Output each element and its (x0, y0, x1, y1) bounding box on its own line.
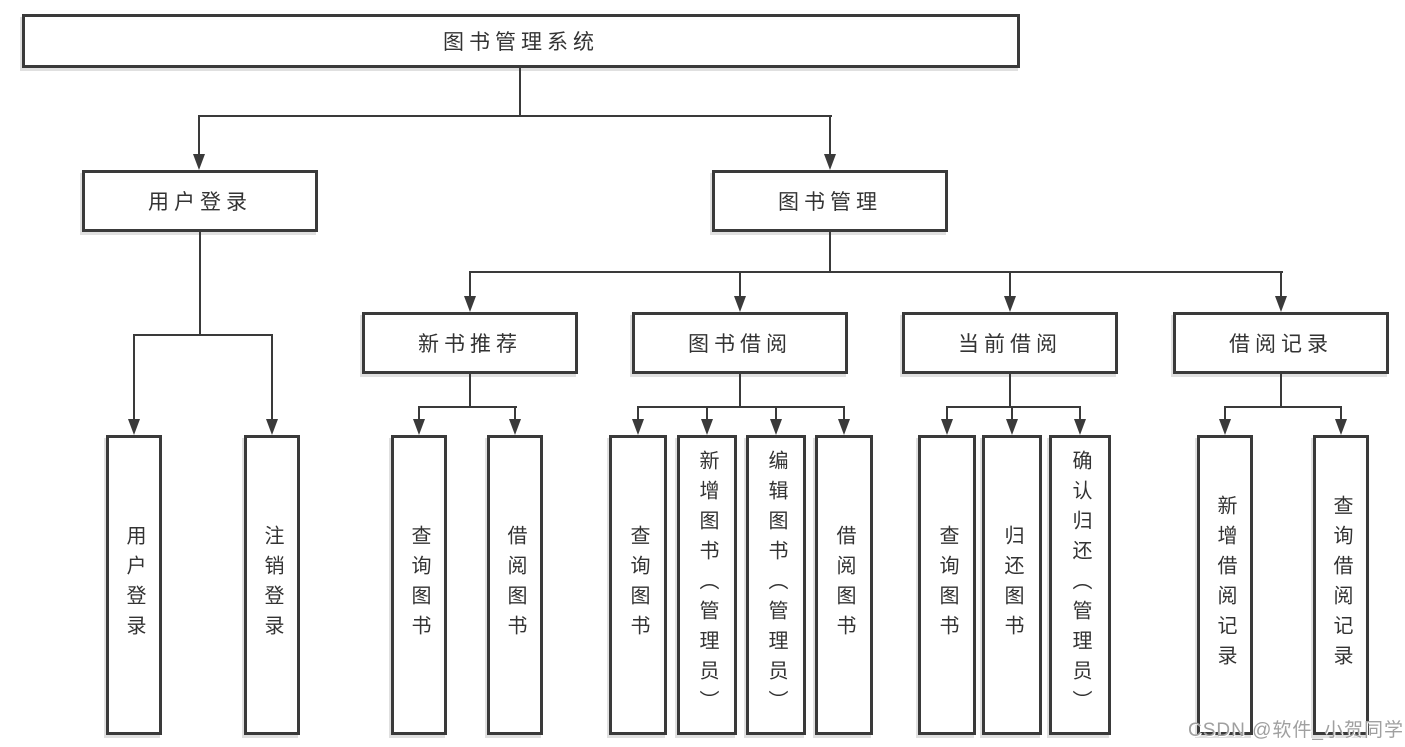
leaf-current-query-book: 查询图书 (918, 435, 976, 735)
leaf-user-login-label: 用户登录 (123, 525, 145, 645)
leaf-logout-label: 注销登录 (261, 525, 283, 645)
connector-drop (1079, 406, 1081, 421)
watermark: CSDN @软件_小贺同学 (1188, 720, 1404, 741)
node-user-login: 用户登录 (82, 170, 318, 232)
node-library-system-label: 图书管理系统 (443, 31, 599, 54)
connector-cb-branch (946, 406, 1081, 408)
leaf-current-query-book-label: 查询图书 (936, 525, 958, 645)
leaf-recommend-borrow-book: 借阅图书 (487, 435, 543, 735)
arrowhead-down-icon (941, 419, 953, 435)
connector-drop (418, 406, 420, 421)
arrowhead-down-icon (734, 296, 746, 312)
arrowhead-down-icon (1074, 419, 1086, 435)
arrowhead-down-icon (1335, 419, 1347, 435)
node-current-borrowing-label: 当前借阅 (958, 333, 1062, 356)
leaf-edit-book-admin-label: 编辑图书（管理员） (765, 450, 787, 720)
connector-root-stub (519, 68, 521, 117)
node-book-borrowing: 图书借阅 (632, 312, 848, 374)
connector-drop-book-management (829, 115, 831, 156)
connector-drop (946, 406, 948, 421)
leaf-add-borrow-record-label: 新增借阅记录 (1214, 495, 1236, 675)
node-book-management: 图书管理 (712, 170, 948, 232)
node-new-book-recommend: 新书推荐 (362, 312, 578, 374)
node-book-borrowing-label: 图书借阅 (688, 333, 792, 356)
arrowhead-down-icon (1275, 296, 1287, 312)
connector-login-stub (199, 232, 201, 336)
connector-drop-leaf-user-login (133, 334, 135, 421)
leaf-borrowing-borrow-book: 借阅图书 (815, 435, 873, 735)
leaf-add-borrow-record: 新增借阅记录 (1197, 435, 1253, 735)
arrowhead-down-icon (128, 419, 140, 435)
connector-bb-branch (637, 406, 845, 408)
arrowhead-down-icon (632, 419, 644, 435)
connector-drop (637, 406, 639, 421)
connector-drop (843, 406, 845, 421)
leaf-borrowing-borrow-book-label: 借阅图书 (833, 525, 855, 645)
arrowhead-down-icon (413, 419, 425, 435)
node-library-system: 图书管理系统 (22, 14, 1020, 68)
connector-drop-borrow-records (1280, 271, 1282, 298)
connector-drop-current-borrow (1009, 271, 1011, 298)
node-current-borrowing: 当前借阅 (902, 312, 1118, 374)
connector-cb-stub (1009, 374, 1011, 408)
arrowhead-down-icon (838, 419, 850, 435)
connector-login-branch (133, 334, 273, 336)
leaf-query-borrow-record-label: 查询借阅记录 (1330, 495, 1352, 675)
node-borrow-records-label: 借阅记录 (1229, 333, 1333, 356)
node-book-management-label: 图书管理 (778, 191, 882, 214)
leaf-confirm-return-admin-label: 确认归还（管理员） (1069, 450, 1091, 720)
arrowhead-down-icon (1004, 296, 1016, 312)
connector-drop (775, 406, 777, 421)
connector-drop (1340, 406, 1342, 421)
leaf-add-book-admin-label: 新增图书（管理员） (696, 450, 718, 720)
leaf-logout: 注销登录 (244, 435, 300, 735)
arrowhead-down-icon (1006, 419, 1018, 435)
node-user-login-label: 用户登录 (148, 191, 252, 214)
connector-br-branch (1224, 406, 1342, 408)
leaf-recommend-borrow-book-label: 借阅图书 (504, 525, 526, 645)
arrowhead-down-icon (701, 419, 713, 435)
connector-bb-stub (739, 374, 741, 408)
leaf-recommend-query-book: 查询图书 (391, 435, 447, 735)
connector-nb-branch (418, 406, 517, 408)
leaf-borrowing-query-book: 查询图书 (609, 435, 667, 735)
arrowhead-down-icon (266, 419, 278, 435)
connector-drop-new-book (469, 271, 471, 298)
connector-root-branch (198, 115, 832, 117)
arrowhead-down-icon (464, 296, 476, 312)
arrowhead-down-icon (193, 154, 205, 170)
leaf-confirm-return-admin: 确认归还（管理员） (1049, 435, 1111, 735)
connector-drop-leaf-logout (271, 334, 273, 421)
connector-drop (514, 406, 516, 421)
connector-drop-user-login (198, 115, 200, 156)
leaf-query-borrow-record: 查询借阅记录 (1313, 435, 1369, 735)
connector-drop (706, 406, 708, 421)
connector-mgmt-branch (469, 271, 1283, 273)
leaf-return-book: 归还图书 (982, 435, 1042, 735)
connector-drop (1011, 406, 1013, 421)
leaf-edit-book-admin: 编辑图书（管理员） (746, 435, 806, 735)
arrowhead-down-icon (770, 419, 782, 435)
connector-drop (1224, 406, 1226, 421)
connector-br-stub (1280, 374, 1282, 408)
arrowhead-down-icon (824, 154, 836, 170)
arrowhead-down-icon (1219, 419, 1231, 435)
leaf-recommend-query-book-label: 查询图书 (408, 525, 430, 645)
node-borrow-records: 借阅记录 (1173, 312, 1389, 374)
leaf-borrowing-query-book-label: 查询图书 (627, 525, 649, 645)
leaf-add-book-admin: 新增图书（管理员） (677, 435, 737, 735)
node-new-book-recommend-label: 新书推荐 (418, 333, 522, 356)
connector-mgmt-stub (829, 232, 831, 273)
leaf-return-book-label: 归还图书 (1001, 525, 1023, 645)
connector-drop-book-borrow (739, 271, 741, 298)
connector-nb-stub (469, 374, 471, 408)
arrowhead-down-icon (509, 419, 521, 435)
leaf-user-login: 用户登录 (106, 435, 162, 735)
